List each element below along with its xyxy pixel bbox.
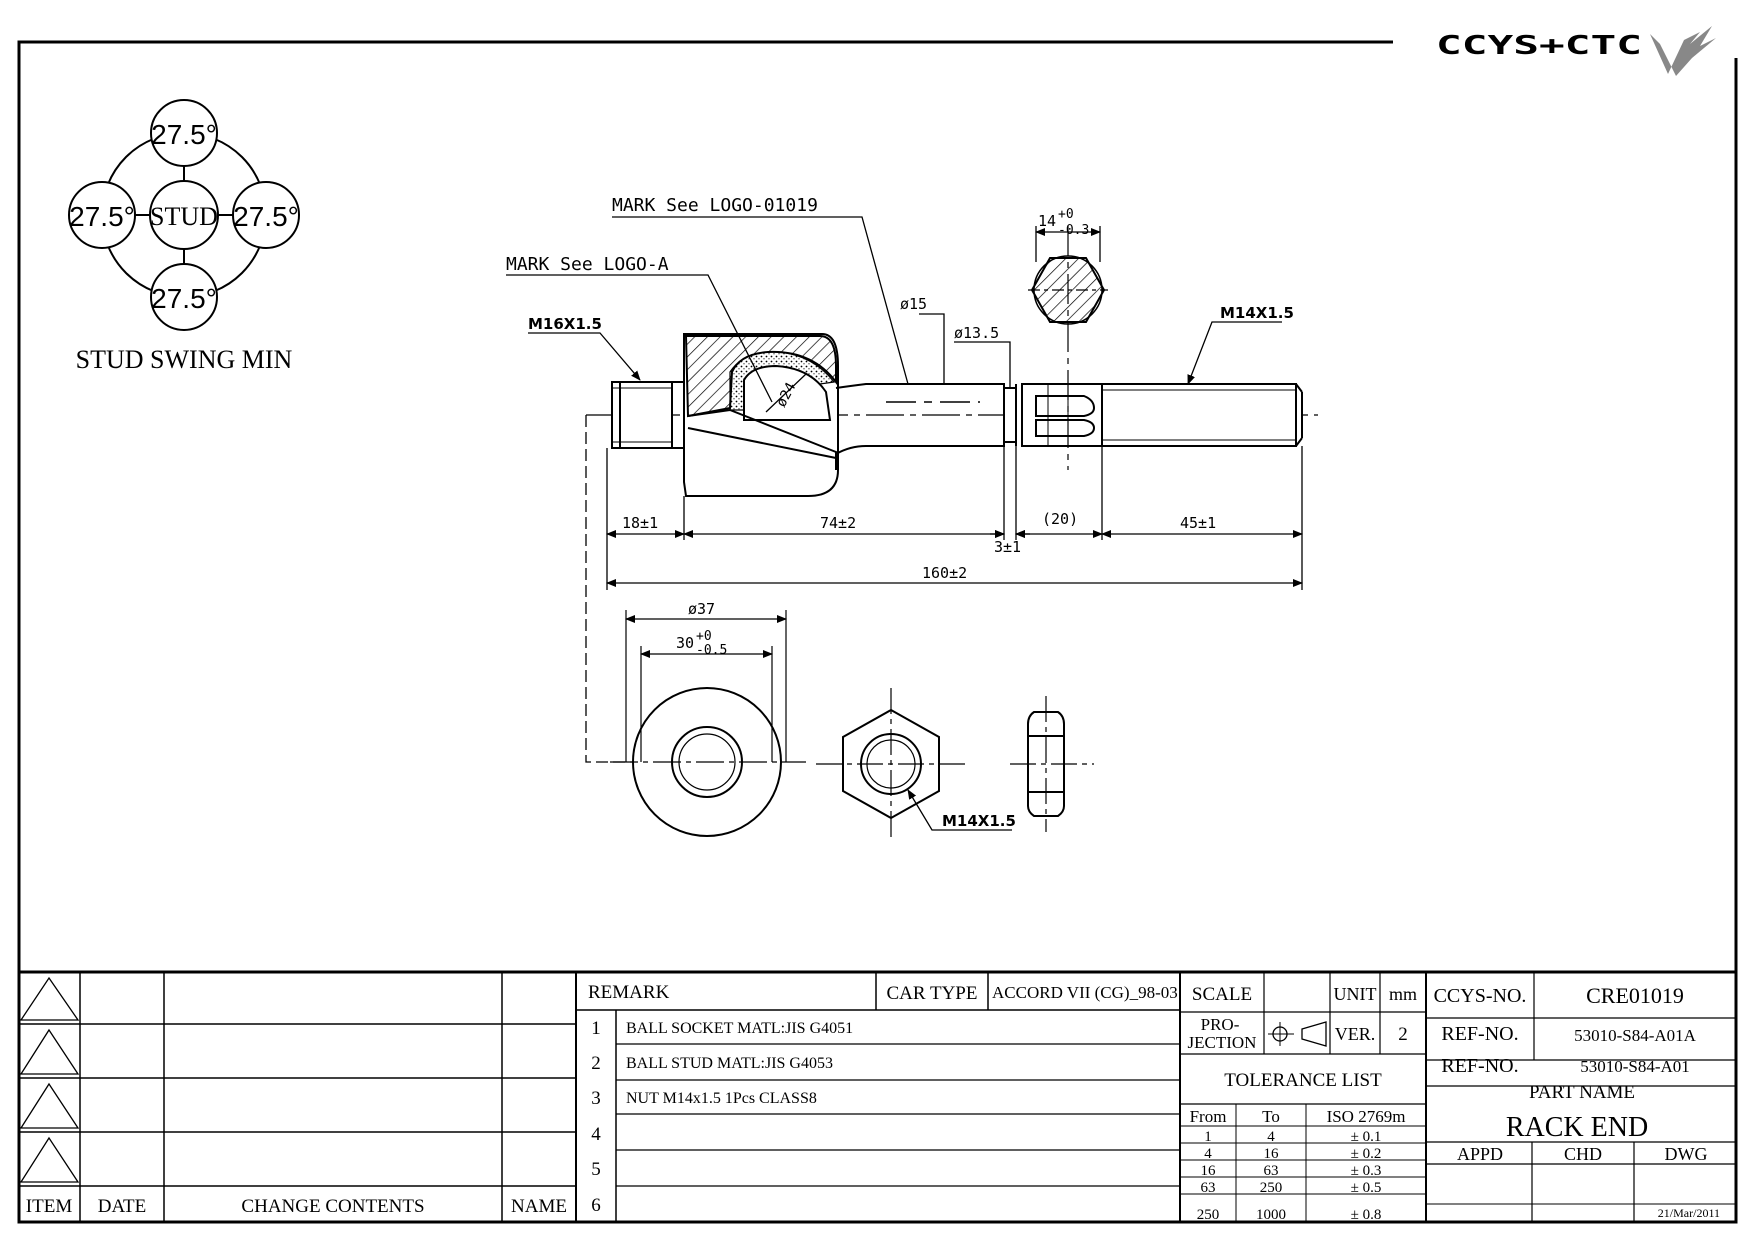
ccys-no-label: CCYS-NO. <box>1434 985 1527 1007</box>
dimension-lines <box>506 216 1303 763</box>
tol-val-3: ± 0.3 <box>1351 1163 1382 1179</box>
drawing-date: 21/Mar/2011 <box>1658 1206 1720 1220</box>
dim-3: 3±1 <box>994 538 1021 556</box>
tolerance-header-iso: ISO 2769m <box>1327 1107 1406 1126</box>
stud-swing-diagram: STUD 27.5° 27.5° 27.5° 27.5° STUD SWING … <box>68 99 300 374</box>
tol-from-2: 4 <box>1204 1146 1212 1162</box>
tol-to-4: 250 <box>1260 1180 1283 1196</box>
logo-text: CCYS+CTC <box>1436 31 1642 61</box>
ref-no-1-value: 53010-S84-A01A <box>1574 1026 1697 1045</box>
socket-view-texts: ø37 30 +0 -0.5 <box>676 600 727 658</box>
tol-to-2: 16 <box>1264 1146 1280 1162</box>
tolerance-header-from: From <box>1190 1107 1227 1126</box>
tol-to-1: 4 <box>1267 1129 1275 1145</box>
dim-30-tol-up: +0 <box>696 629 712 644</box>
dim-dia15: ø15 <box>900 295 927 313</box>
tol-from-3: 16 <box>1201 1163 1217 1179</box>
rev-header-change: CHANGE CONTENTS <box>241 1196 424 1217</box>
nut-side-view <box>1010 696 1094 832</box>
tol-from-4: 63 <box>1201 1180 1216 1196</box>
scale-label: SCALE <box>1192 984 1252 1005</box>
chd-label: CHD <box>1564 1144 1602 1164</box>
swing-angle-top: 27.5° <box>151 119 217 150</box>
remark-no-2: 2 <box>591 1053 601 1074</box>
ver-label: VER. <box>1335 1024 1376 1044</box>
rev-header-date: DATE <box>98 1196 147 1217</box>
callout-m16: M16X1.5 <box>528 315 602 333</box>
company-logo: CCYS+CTC <box>1436 26 1716 76</box>
tol-to-5: 1000 <box>1256 1207 1286 1223</box>
dim-30-tol-low: -0.5 <box>696 643 727 658</box>
tol-to-3: 63 <box>1264 1163 1279 1179</box>
nut-front-view <box>816 688 1012 840</box>
dim-hex14-base: 14 <box>1038 212 1056 230</box>
tolerance-title: TOLERANCE LIST <box>1224 1070 1382 1091</box>
callout-m14-shaft: M14X1.5 <box>1220 304 1294 322</box>
car-type-value: ACCORD VII (CG)_98-03 <box>992 983 1178 1002</box>
remark-text-3: NUT M14x1.5 1Pcs CLASS8 <box>626 1090 817 1107</box>
tolerance-header-to: To <box>1262 1107 1280 1126</box>
swing-angle-left: 27.5° <box>69 201 135 232</box>
ref-no-1-label: REF-NO. <box>1441 1023 1518 1045</box>
ver-value: 2 <box>1398 1024 1408 1045</box>
title-block-texts: ITEM DATE CHANGE CONTENTS NAME REMARK CA… <box>26 982 1720 1223</box>
callout-mark-logo-a: MARK See LOGO-A <box>506 254 669 275</box>
tol-val-1: ± 0.1 <box>1351 1129 1382 1145</box>
part-name-label: PART NAME <box>1529 1082 1635 1103</box>
swing-center-label: STUD <box>150 202 218 231</box>
tol-val-2: ± 0.2 <box>1351 1146 1382 1162</box>
tol-val-5: ± 0.8 <box>1351 1207 1382 1223</box>
remark-no-3: 3 <box>591 1088 601 1109</box>
unit-value: mm <box>1389 984 1417 1004</box>
socket-end-view <box>610 610 806 837</box>
ref-no-2-label: REF-NO. <box>1441 1055 1518 1077</box>
dim-45: 45±1 <box>1180 514 1216 532</box>
swing-angle-bottom: 27.5° <box>151 283 217 314</box>
dim-20: (20) <box>1042 510 1078 528</box>
remark-no-5: 5 <box>591 1159 601 1180</box>
tol-from-1: 1 <box>1204 1129 1212 1145</box>
dim-30-base: 30 <box>676 634 694 652</box>
remark-header: REMARK <box>588 982 670 1003</box>
projection-label-2: JECTION <box>1188 1033 1257 1052</box>
dim-160: 160±2 <box>922 564 967 582</box>
callout-m14-nut: M14X1.5 <box>942 812 1016 830</box>
remark-no-6: 6 <box>591 1195 601 1216</box>
appd-label: APPD <box>1457 1144 1503 1164</box>
remark-text-1: BALL SOCKET MATL:JIS G4051 <box>626 1020 853 1037</box>
remark-no-1: 1 <box>591 1018 601 1039</box>
unit-label: UNIT <box>1334 984 1377 1004</box>
dimension-texts: MARK See LOGO-01019 MARK See LOGO-A M16X… <box>506 195 1294 582</box>
dim-dia37: ø37 <box>688 600 715 618</box>
ccys-no-value: CRE01019 <box>1586 983 1684 1008</box>
swing-caption: STUD SWING MIN <box>76 345 293 374</box>
dim-dia13-5: ø13.5 <box>954 324 999 342</box>
callout-mark-logo-01019: MARK See LOGO-01019 <box>612 195 818 216</box>
remark-text-2: BALL STUD MATL:JIS G4053 <box>626 1055 833 1072</box>
logo-mark-icon <box>1650 26 1716 76</box>
swing-angle-right: 27.5° <box>233 201 299 232</box>
remark-no-4: 4 <box>591 1124 601 1145</box>
ref-no-2-value: 53010-S84-A01 <box>1580 1057 1690 1076</box>
part-name-value: RACK END <box>1506 1112 1648 1143</box>
car-type-label: CAR TYPE <box>887 983 978 1004</box>
dim-18: 18±1 <box>622 514 658 532</box>
title-block-lines <box>19 970 1736 1222</box>
dim-hex14-tol-low: -0.3 <box>1058 223 1089 238</box>
tol-from-5: 250 <box>1197 1207 1220 1223</box>
rack-end-side-view <box>586 226 1318 497</box>
hex-cross-section <box>1028 255 1108 325</box>
dim-74: 74±2 <box>820 514 856 532</box>
dim-hex14-tol-up: +0 <box>1058 207 1074 222</box>
projection-label-1: PRO- <box>1201 1015 1240 1034</box>
rev-header-item: ITEM <box>26 1196 73 1217</box>
tol-val-4: ± 0.5 <box>1351 1180 1382 1196</box>
dwg-label: DWG <box>1665 1144 1708 1164</box>
rev-header-name: NAME <box>511 1196 567 1217</box>
sheet-border <box>17 40 1738 1224</box>
